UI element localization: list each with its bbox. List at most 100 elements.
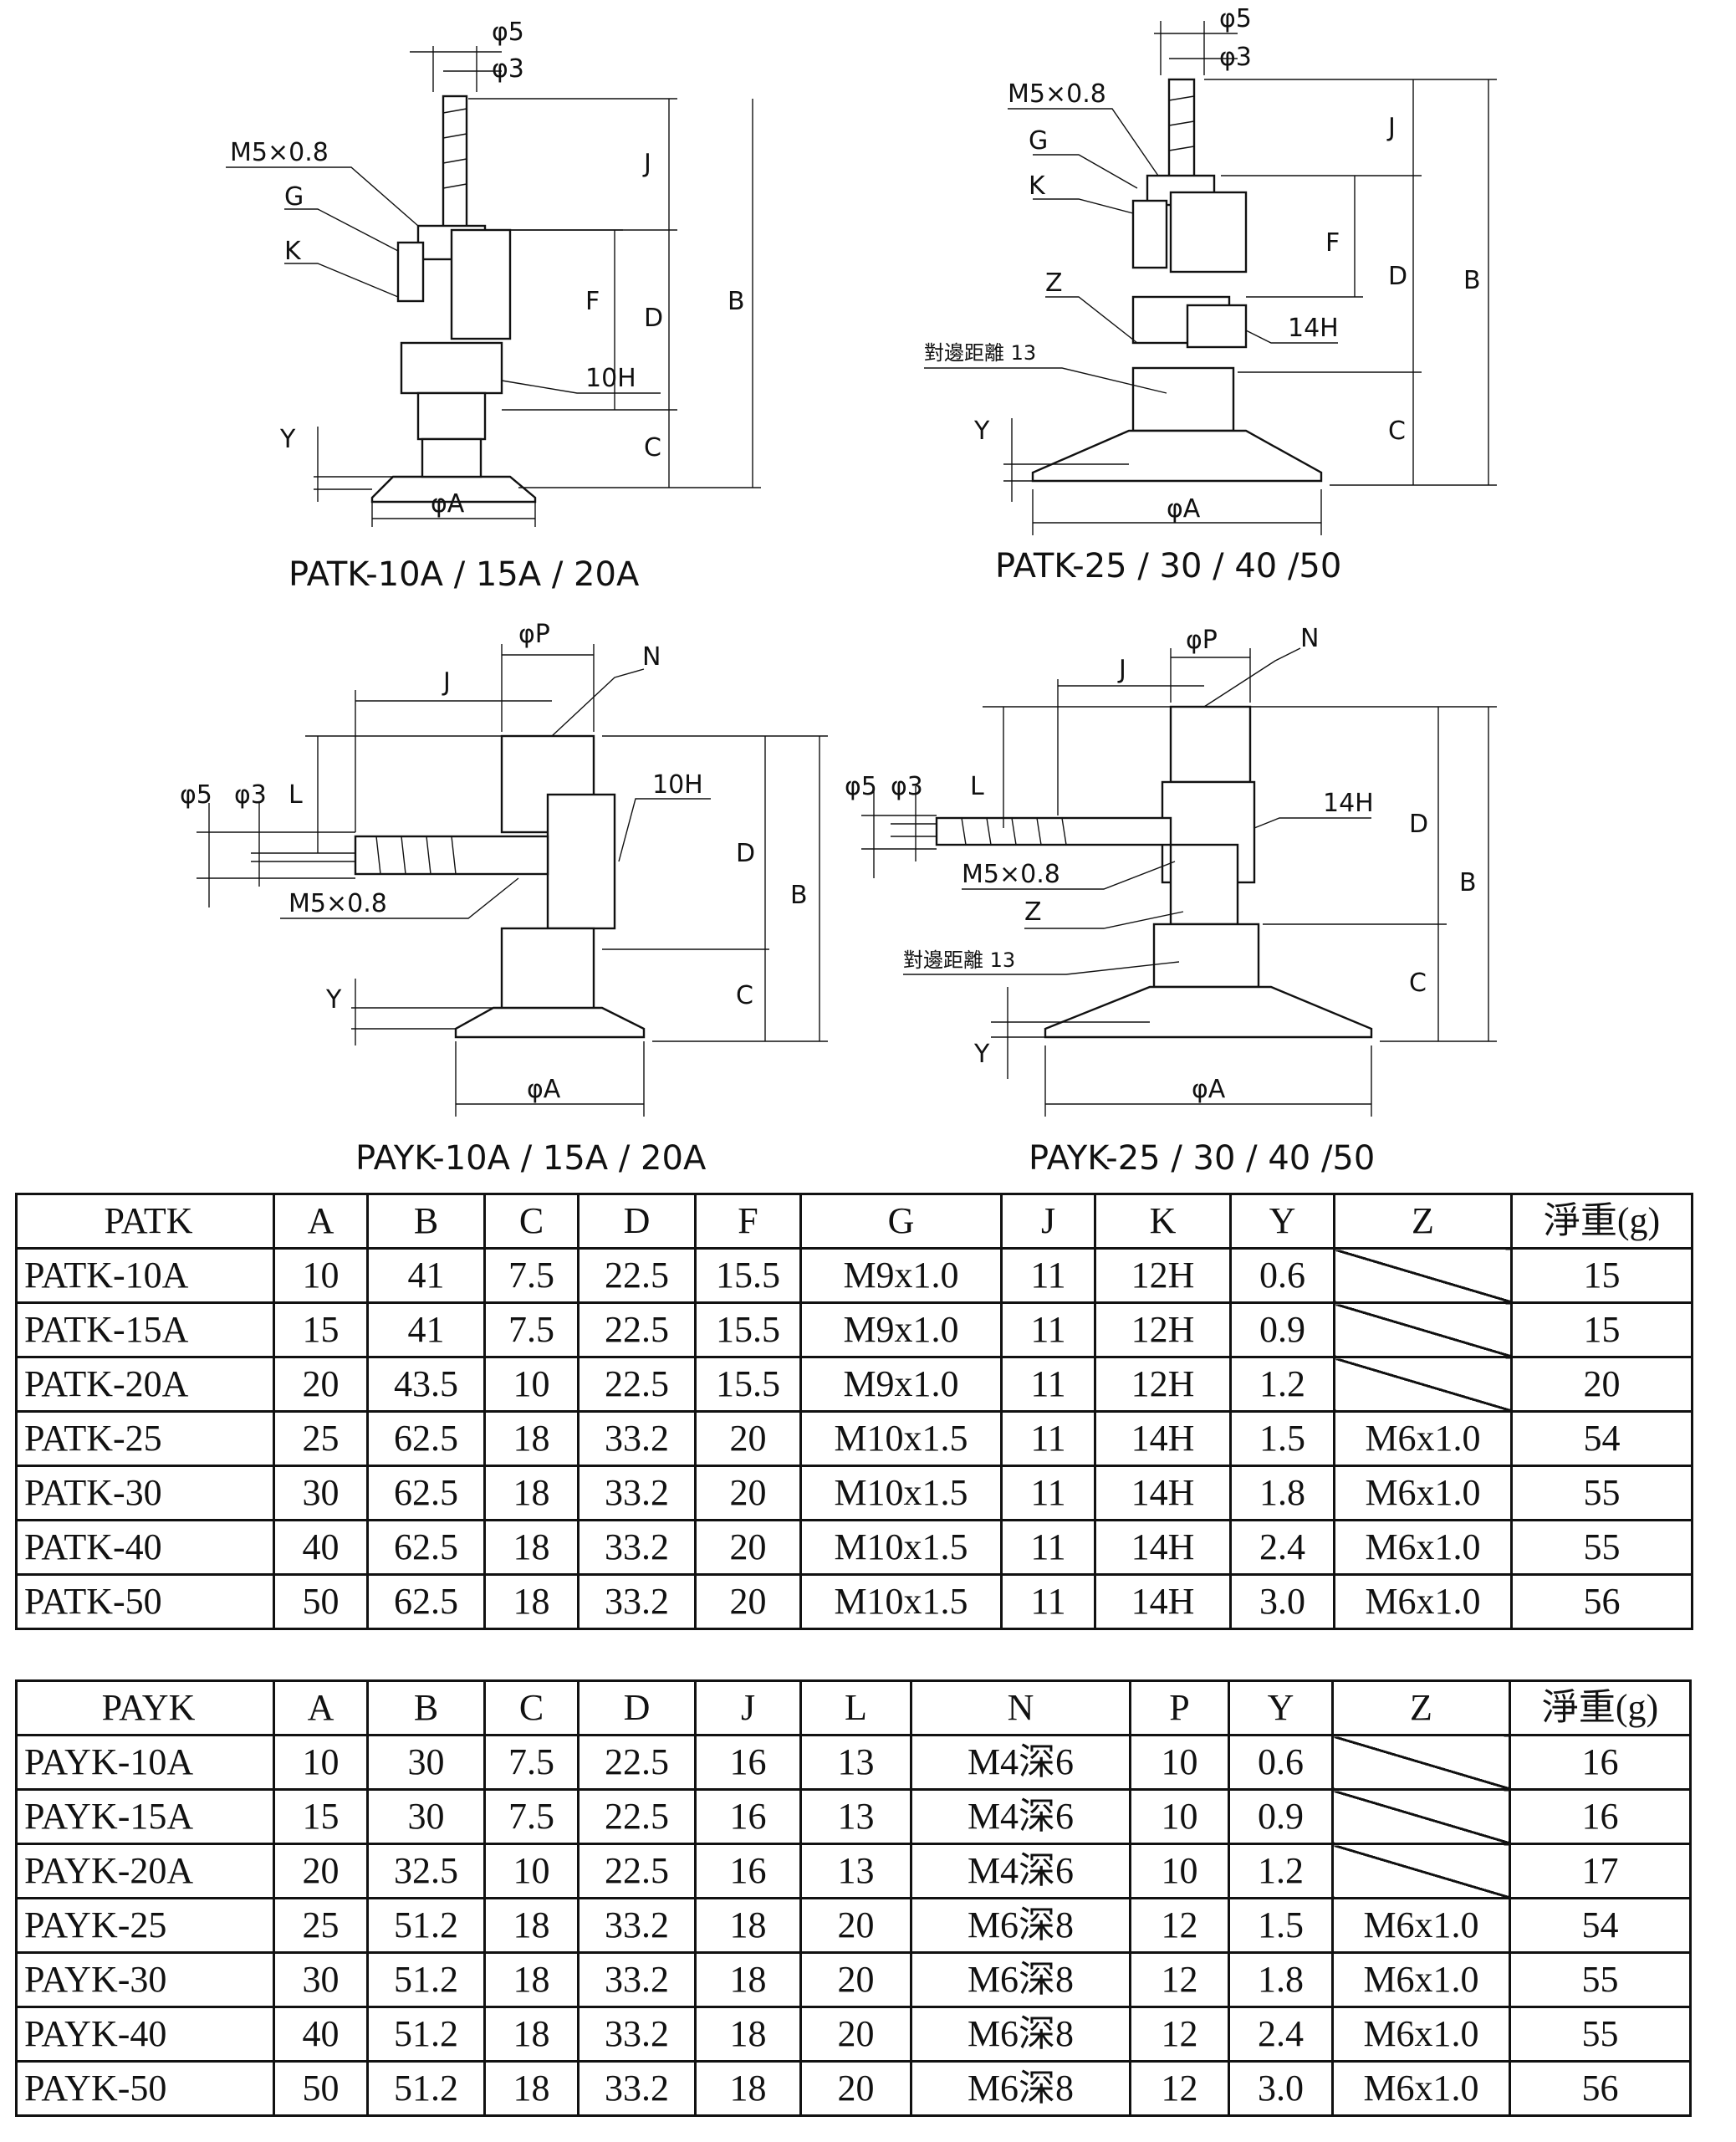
model-cell: PAYK-15A xyxy=(15,1788,275,1845)
model-cell: PATK-30 xyxy=(15,1465,275,1521)
patk-small-phia-label: φA xyxy=(431,489,465,519)
table-cell: 51.2 xyxy=(366,1897,486,1954)
patk-large-k-label: K xyxy=(1029,171,1046,201)
table-cell: 12 xyxy=(1129,2006,1230,2063)
payk-large-thread-label: M5×0.8 xyxy=(962,860,1060,889)
payk-small-hex-label: 10H xyxy=(652,770,703,800)
barb-fitting-shape xyxy=(354,835,549,876)
neck-shape xyxy=(416,391,487,441)
table-cell: 55 xyxy=(1510,1465,1693,1521)
table-cell: 13 xyxy=(799,1788,912,1845)
col-header: Z xyxy=(1331,1679,1511,1736)
table-cell: 11 xyxy=(1000,1410,1096,1467)
k-nut-shape xyxy=(396,241,425,303)
table-cell: 20 xyxy=(273,1356,369,1413)
blank-cell xyxy=(1331,1788,1511,1845)
table-cell: 12 xyxy=(1129,1951,1230,2008)
table-cell: 62.5 xyxy=(366,1465,486,1521)
payk-small-d-label: D xyxy=(736,839,755,868)
patk-small-hex-label: 10H xyxy=(585,364,636,393)
payk-spec-table: PAYK A B C D J L N P Y Z 淨重(g) PAYK-10A … xyxy=(15,1679,1692,2117)
suction-cup-shape xyxy=(454,1006,646,1039)
table-cell: 11 xyxy=(1000,1301,1096,1358)
technical-drawings: φ5 φ3 M5×0.8 G K J F D B C Y 10H φA PATK… xyxy=(180,4,1497,1175)
payk-large-caption: PAYK-25 / 30 / 40 /50 xyxy=(1029,1139,1375,1175)
table-cell: 15.5 xyxy=(694,1247,802,1304)
col-header: N xyxy=(910,1679,1131,1736)
payk-large-y-label: Y xyxy=(973,1040,990,1069)
patk-small-k-label: K xyxy=(284,237,302,266)
hex-10h-shape xyxy=(546,793,616,930)
table-cell: 1.2 xyxy=(1228,1843,1334,1899)
patk-large-b-label: B xyxy=(1463,266,1481,295)
table-cell: 14H xyxy=(1094,1410,1232,1467)
table-cell: 22.5 xyxy=(577,1247,697,1304)
hex-10h-shape xyxy=(400,341,503,395)
payk-small-b-label: B xyxy=(790,881,808,910)
col-header: J xyxy=(694,1679,802,1736)
table-cell: 43.5 xyxy=(366,1356,486,1413)
table-cell: M6x1.0 xyxy=(1331,2006,1511,2063)
table-cell: 51.2 xyxy=(366,2060,486,2117)
table-cell: 1.5 xyxy=(1228,1897,1334,1954)
table-cell: 30 xyxy=(366,1788,486,1845)
table-cell: 11 xyxy=(1000,1573,1096,1630)
table-cell: 11 xyxy=(1000,1519,1096,1576)
hex-body-shape xyxy=(450,228,512,340)
table-cell: 0.6 xyxy=(1228,1734,1334,1791)
table-cell: 30 xyxy=(273,1951,369,2008)
table-cell: 20 xyxy=(799,2060,912,2117)
table-cell: 15.5 xyxy=(694,1301,802,1358)
table-row: PATK-10A 10 41 7.5 22.5 15.5 M9x1.0 11 1… xyxy=(15,1247,1693,1304)
payk-large-hex-label: 14H xyxy=(1323,789,1374,818)
table-cell: 18 xyxy=(483,1951,580,2008)
patk-large-across-label: 對邊距離 13 xyxy=(924,341,1036,365)
table-row: PATK-25 25 62.5 18 33.2 20 M10x1.5 11 14… xyxy=(15,1410,1693,1467)
table-cell: 7.5 xyxy=(483,1301,580,1358)
col-header: D xyxy=(577,1679,697,1736)
table-cell: 20 xyxy=(799,1897,912,1954)
model-cell: PAYK-20A xyxy=(15,1843,275,1899)
table-cell: 0.9 xyxy=(1228,1788,1334,1845)
col-header: G xyxy=(799,1193,1003,1250)
col-header: D xyxy=(577,1193,697,1250)
table-cell: 17 xyxy=(1509,1843,1692,1899)
k-nut-shape xyxy=(1131,199,1168,269)
col-header: B xyxy=(366,1679,486,1736)
payk-small-phi3-label: φ3 xyxy=(234,780,267,810)
drawing-payk-small: φP N J L φ5 φ3 10H M5×0.8 D B C Y φA PAY… xyxy=(180,620,828,1175)
table-cell: 55 xyxy=(1509,1951,1692,2008)
table-cell: 18 xyxy=(694,2060,802,2117)
table-cell: 18 xyxy=(483,2060,580,2117)
table-cell: 51.2 xyxy=(366,2006,486,2063)
table-row: PAYK-20A 20 32.5 10 22.5 16 13 M4深6 10 1… xyxy=(15,1843,1692,1899)
lower-body-shape xyxy=(1131,366,1235,432)
table-cell: 22.5 xyxy=(577,1788,697,1845)
table-cell: M6x1.0 xyxy=(1333,1410,1513,1467)
col-header: C xyxy=(483,1193,580,1250)
table-cell: 62.5 xyxy=(366,1410,486,1467)
payk-large-phia-label: φA xyxy=(1192,1075,1226,1104)
table-cell: 18 xyxy=(483,1573,580,1630)
table-cell: 0.6 xyxy=(1229,1247,1335,1304)
patk-large-thread-label: M5×0.8 xyxy=(1008,79,1106,109)
table-cell: 18 xyxy=(483,1465,580,1521)
table-cell: 18 xyxy=(694,1897,802,1954)
payk-small-phia-label: φA xyxy=(527,1075,561,1104)
table-cell: 18 xyxy=(483,1410,580,1467)
drawings-svg: φ5 φ3 M5×0.8 G K J F D B C Y 10H φA PATK… xyxy=(180,4,1497,1175)
col-header: Y xyxy=(1229,1193,1335,1250)
patk-small-caption: PATK-10A / 15A / 20A xyxy=(288,555,640,594)
table-cell: 33.2 xyxy=(577,1519,697,1576)
table-cell: 10 xyxy=(1129,1843,1230,1899)
table-cell: M6深8 xyxy=(910,1897,1131,1954)
table-cell: 10 xyxy=(1129,1788,1230,1845)
table-cell: 20 xyxy=(694,1410,802,1467)
patk-header-row: PATK A B C D F G J K Y Z 淨重(g) xyxy=(15,1193,1693,1250)
table-cell: 22.5 xyxy=(577,1734,697,1791)
table-cell: 3.0 xyxy=(1228,2060,1334,2117)
table-cell: M6x1.0 xyxy=(1333,1519,1513,1576)
table-cell: M6x1.0 xyxy=(1331,1951,1511,2008)
col-header: 淨重(g) xyxy=(1509,1679,1692,1736)
table-cell: 18 xyxy=(694,2006,802,2063)
